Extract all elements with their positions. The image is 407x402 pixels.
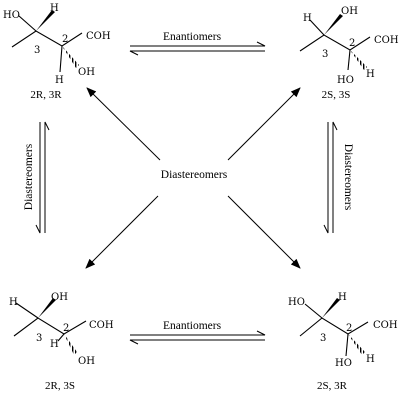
atom-h: H [366, 69, 375, 80]
reverse-arrow [129, 50, 265, 56]
carbon-chain [13, 317, 87, 337]
config-label: 2R, 3R [30, 89, 62, 101]
atom-h: H [366, 354, 375, 365]
atom-h: H [9, 297, 18, 308]
arrow-to-top-left [86, 87, 161, 161]
atom-h: H [303, 13, 312, 24]
atom-oh: OH [78, 67, 95, 78]
forward-arrow [130, 41, 266, 47]
locant-c3: 3 [34, 45, 40, 56]
relation-label-top: Enantiomers [163, 31, 222, 43]
locant-c3: 3 [320, 333, 326, 344]
hash-bond [62, 46, 79, 68]
molecule-2s3s: H OH 3 2 COH H HO 2S, 3S [299, 6, 399, 101]
config-label: 2R, 3S [45, 380, 75, 392]
down-arrow [35, 122, 41, 234]
atom-oh: OH [78, 356, 95, 367]
locant-c2: 2 [62, 34, 68, 45]
arrow-to-bottom-right [227, 195, 301, 269]
locant-c3: 3 [322, 49, 328, 60]
arrow-to-top-right [227, 87, 301, 161]
config-label: 2S, 3S [322, 89, 351, 101]
bond [304, 303, 323, 319]
atom-oh: OH [341, 6, 358, 17]
carbon-chain [299, 317, 369, 337]
molecule-2r3s: H OH 3 2 COH OH H 2R, 3S [9, 292, 114, 392]
wedge-bond [36, 10, 55, 31]
atom-ho: HO [337, 75, 354, 86]
bottom-equilibrium-arrow: Enantiomers [129, 320, 266, 345]
locant-c2: 2 [63, 323, 69, 334]
hash-bond [348, 334, 365, 355]
right-equilibrium-arrow: Diastereomers [323, 121, 354, 234]
molecule-2s3r: HO H 3 2 COH H HO 2S, 3R [288, 292, 398, 392]
bond [59, 45, 63, 73]
atom-h: H [50, 339, 59, 350]
carbon-chain [11, 30, 83, 48]
up-arrow [44, 121, 50, 233]
atom-ho: HO [3, 10, 20, 21]
locant-c2: 2 [349, 38, 355, 49]
bond [345, 333, 349, 357]
relation-label-right: Diastereomers [342, 144, 354, 211]
up-arrow [332, 121, 338, 233]
atom-h: H [338, 292, 347, 303]
down-arrow [323, 122, 329, 234]
bond [18, 15, 37, 32]
arrow-to-bottom-left [85, 195, 159, 269]
wedge-bond [38, 298, 56, 318]
wedge-bond [324, 14, 343, 35]
bond [57, 333, 65, 342]
atom-coh: COH [89, 320, 114, 331]
forward-arrow [130, 330, 266, 336]
relation-label-bottom: Enantiomers [163, 320, 222, 332]
carbon-chain [299, 34, 371, 52]
atom-h: H [50, 3, 59, 14]
atom-h: H [55, 75, 64, 86]
hash-bond [350, 50, 367, 70]
molecule-2r3r: HO H 3 2 COH OH H 2R, 3R [3, 3, 111, 101]
bond [15, 302, 39, 319]
bond [347, 49, 351, 71]
top-equilibrium-arrow: Enantiomers [129, 31, 266, 56]
atom-oh: OH [51, 292, 68, 303]
atom-coh: COH [374, 35, 399, 46]
left-equilibrium-arrow: Diastereomers [23, 121, 50, 234]
hash-bond [64, 334, 77, 355]
atom-ho: HO [335, 358, 352, 369]
center-diastereomer-arrows: Diastereomers [85, 87, 301, 269]
atom-coh: COH [373, 320, 398, 331]
relation-label-center: Diastereomers [161, 169, 228, 181]
atom-coh: COH [86, 31, 111, 42]
relation-label-left: Diastereomers [23, 143, 35, 210]
config-label: 2S, 3R [317, 380, 348, 392]
atom-ho: HO [288, 297, 305, 308]
locant-c3: 3 [36, 333, 42, 344]
reverse-arrow [129, 339, 265, 345]
locant-c2: 2 [346, 323, 352, 334]
bond [309, 19, 325, 36]
wedge-bond [322, 298, 340, 318]
